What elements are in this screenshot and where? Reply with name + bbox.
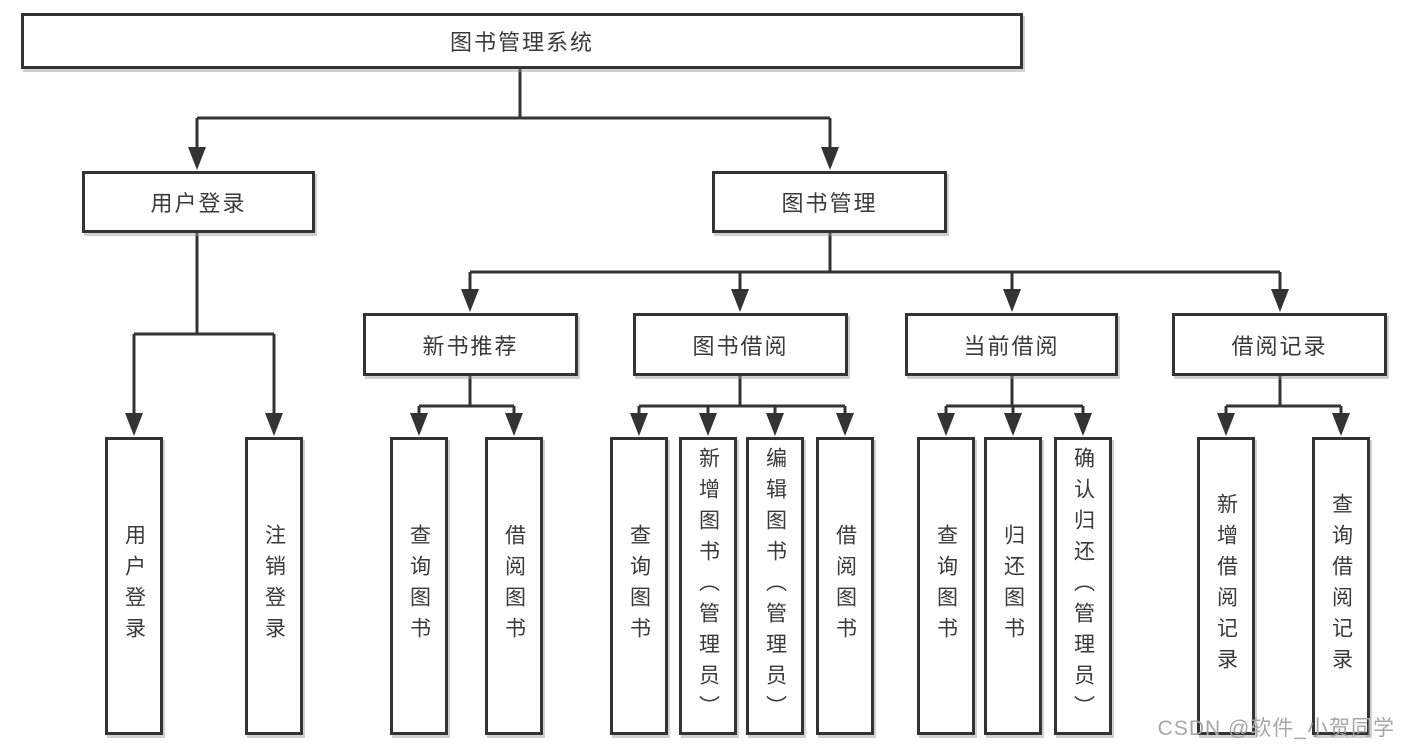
node-current-borrowing-label: 当前借阅 (963, 333, 1060, 359)
leaf-edit-book-admin-label: 编辑图书（管理员） (763, 446, 787, 726)
csdn-watermark: CSDN @软件_小贺同学 (1157, 717, 1395, 740)
leaf-query-borrow-record-label: 查询借阅记录 (1329, 493, 1353, 679)
leaf-borrow-books-recommend-label: 借阅图书 (502, 524, 526, 648)
leaf-logout: 注销登录 (245, 437, 303, 735)
node-book-borrowing-label: 图书借阅 (692, 333, 789, 359)
leaf-confirm-return-admin: 确认归还（管理员） (1054, 437, 1112, 735)
node-borrow-records-label: 借阅记录 (1231, 333, 1328, 359)
leaf-query-books-current-label: 查询图书 (934, 524, 958, 648)
node-library-system: 图书管理系统 (21, 13, 1023, 69)
leaf-confirm-return-admin-label: 确认归还（管理员） (1071, 446, 1095, 726)
leaf-query-borrow-record: 查询借阅记录 (1312, 437, 1370, 735)
leaf-add-book-admin-label: 新增图书（管理员） (696, 446, 720, 726)
leaf-borrow-books-recommend: 借阅图书 (485, 437, 543, 735)
node-user-login-label: 用户登录 (150, 191, 247, 216)
node-new-book-recommend-label: 新书推荐 (422, 333, 519, 359)
node-user-login: 用户登录 (82, 171, 315, 233)
leaf-user-login-label: 用户登录 (122, 524, 146, 648)
leaf-query-books-recommend: 查询图书 (390, 437, 448, 735)
leaf-add-borrow-record: 新增借阅记录 (1197, 437, 1255, 735)
leaf-query-books-borrowing: 查询图书 (610, 437, 668, 735)
node-book-management-label: 图书管理 (781, 191, 878, 216)
leaf-user-login: 用户登录 (105, 437, 163, 735)
arrowheads (125, 147, 1350, 436)
node-borrow-records: 借阅记录 (1172, 313, 1387, 376)
node-current-borrowing: 当前借阅 (905, 313, 1118, 376)
node-book-borrowing: 图书借阅 (633, 313, 848, 376)
tree-branch-lines (132, 69, 1343, 418)
leaf-borrow-books-label: 借阅图书 (833, 524, 857, 648)
leaf-add-borrow-record-label: 新增借阅记录 (1214, 493, 1238, 679)
leaf-borrow-books: 借阅图书 (816, 437, 874, 735)
leaf-return-books: 归还图书 (984, 437, 1042, 735)
leaf-return-books-label: 归还图书 (1001, 524, 1025, 648)
leaf-add-book-admin: 新增图书（管理员） (679, 437, 737, 735)
node-new-book-recommend: 新书推荐 (363, 313, 578, 376)
leaf-logout-label: 注销登录 (262, 524, 286, 648)
leaf-query-books-borrowing-label: 查询图书 (627, 524, 651, 648)
leaf-query-books-current: 查询图书 (917, 437, 975, 735)
leaf-query-books-recommend-label: 查询图书 (407, 524, 431, 648)
node-library-system-label: 图书管理系统 (449, 30, 594, 55)
node-book-management: 图书管理 (712, 171, 947, 233)
leaf-edit-book-admin: 编辑图书（管理员） (746, 437, 804, 735)
